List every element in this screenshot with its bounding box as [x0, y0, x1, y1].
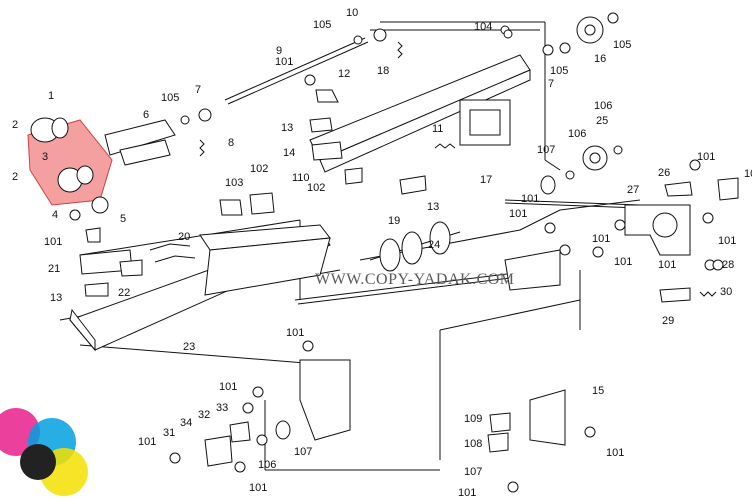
- callout-label: 101: [219, 381, 237, 393]
- callout-label: 101: [697, 151, 715, 163]
- callout-label: 105: [613, 39, 631, 51]
- callout-label: 2: [12, 171, 18, 183]
- callout-label: 1: [48, 90, 54, 102]
- watermark-text: WWW.COPY-YADAK.COM: [315, 271, 515, 288]
- callout-label: 25: [596, 115, 608, 127]
- callout-label: 101: [44, 236, 62, 248]
- callout-label: 104: [474, 21, 492, 33]
- callout-label: 30: [720, 286, 732, 298]
- guide-plate-part: [69, 224, 331, 352]
- callout-label: 14: [283, 147, 295, 159]
- callout-label: 21: [48, 263, 60, 275]
- side-plate-part: [299, 204, 691, 446]
- callout-label: 109: [464, 413, 482, 425]
- callout-label: 101: [509, 208, 527, 220]
- callout-label: 101: [275, 56, 293, 68]
- callout-label: 2: [12, 119, 18, 131]
- logo-circle-dark: [20, 444, 56, 480]
- callout-label: 33: [216, 402, 228, 414]
- callout-label: 101: [458, 487, 476, 499]
- callout-label: 10: [346, 7, 358, 19]
- callout-label: 7: [548, 78, 554, 90]
- callout-label: 101: [138, 436, 156, 448]
- callout-label: 19: [388, 215, 400, 227]
- callout-label: 34: [180, 417, 192, 429]
- callout-label: 20: [178, 231, 190, 243]
- callout-label: 8: [228, 137, 234, 149]
- callout-label: 13: [50, 292, 62, 304]
- callout-label: 18: [377, 65, 389, 77]
- corner-color-logo: [0, 408, 88, 496]
- callout-label: 103: [225, 177, 243, 189]
- callout-label: 17: [480, 174, 492, 186]
- callout-label: 101: [249, 482, 267, 494]
- callout-label: 7: [195, 84, 201, 96]
- callout-label: 12: [338, 68, 350, 80]
- callout-label: 101: [606, 447, 624, 459]
- callout-label: 32: [198, 409, 210, 421]
- callout-label: 11: [432, 123, 443, 135]
- callout-label: 27: [627, 184, 639, 196]
- callout-label: 4: [52, 209, 58, 221]
- callout-label: 105: [161, 92, 179, 104]
- callout-label: 106: [568, 128, 586, 140]
- callout-label: 3: [42, 151, 48, 163]
- callout-label: 29: [662, 315, 674, 327]
- callout-label: 108: [464, 438, 482, 450]
- callout-label: 101: [718, 235, 736, 247]
- roller-set-part: [369, 221, 461, 272]
- callout-label: 107: [537, 144, 555, 156]
- top-frame-part: [309, 54, 531, 173]
- callout-label: 106: [594, 100, 612, 112]
- callout-label: 26: [658, 167, 670, 179]
- callout-label: 101: [658, 259, 676, 271]
- callout-label: 15: [592, 385, 604, 397]
- callout-label: 22: [118, 287, 130, 299]
- callout-label: 106: [258, 459, 276, 471]
- callout-label: 5: [120, 213, 126, 225]
- callout-label: 102: [250, 163, 268, 175]
- callout-label: 13: [281, 122, 293, 134]
- callout-label: 105: [313, 19, 331, 31]
- callout-label: 102: [307, 182, 325, 194]
- callout-label: 16: [594, 53, 606, 65]
- small-parts: [30, 12, 739, 493]
- callout-label: 9: [276, 45, 282, 57]
- callout-label: 107: [294, 446, 312, 458]
- callout-label: 107: [464, 466, 482, 478]
- callout-label: 101: [286, 327, 304, 339]
- callout-label: 23: [183, 341, 195, 353]
- callout-label: 28: [722, 259, 734, 271]
- callout-label: 6: [143, 109, 149, 121]
- callout-label: 101: [614, 256, 632, 268]
- callout-label: 13: [427, 201, 439, 213]
- callout-label: 110: [292, 172, 310, 184]
- callout-label: 31: [163, 427, 175, 439]
- callout-label: 103: [744, 168, 752, 180]
- callout-label: 101: [521, 193, 539, 205]
- callout-label: 101: [592, 233, 610, 245]
- callout-label: 105: [550, 65, 568, 77]
- callout-label: 24: [428, 239, 440, 251]
